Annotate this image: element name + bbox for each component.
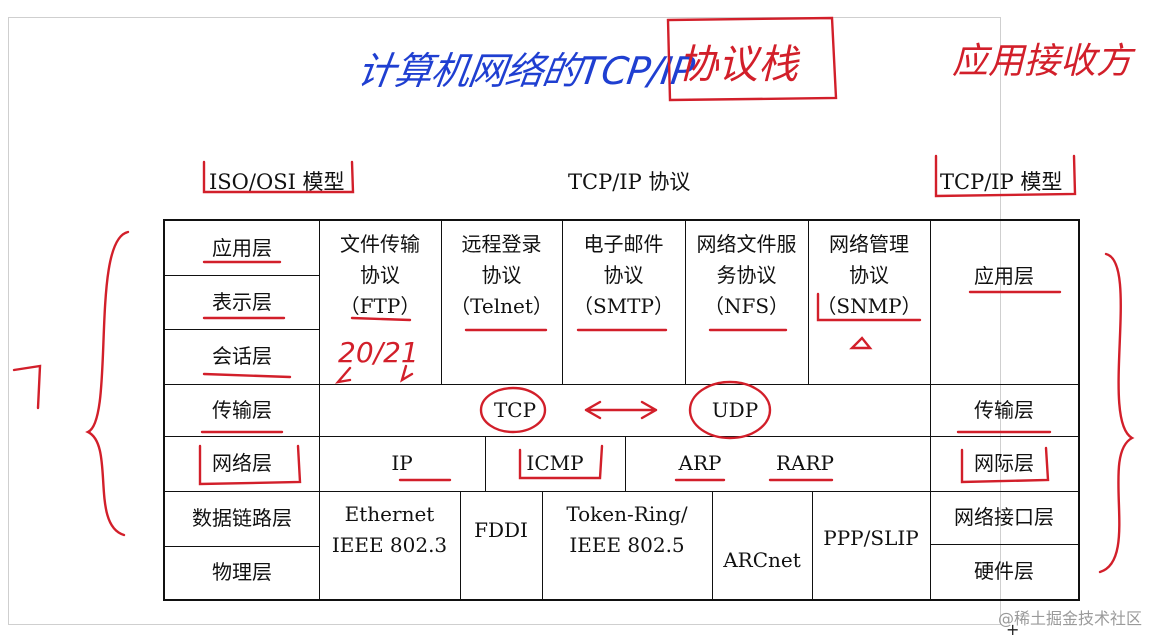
osi-layer-application: 应用层 — [212, 235, 272, 260]
osi-model-header: ISO/OSI 模型 — [209, 170, 345, 194]
protocol-snmp-line1: 网络管理 — [829, 231, 909, 256]
protocol-rarp: RARP — [775, 451, 835, 475]
protocol-icmp: ICMP — [526, 451, 584, 475]
protocol-snmp-line2: 协议 — [849, 262, 889, 287]
protocol-fddi: FDDI — [474, 517, 528, 542]
protocol-telnet-line2: 协议 — [481, 262, 522, 287]
protocol-telnet: 远程登录 协议 （Telnet） — [441, 225, 562, 325]
protocol-nfs-line3: （NFS） — [703, 293, 790, 318]
protocol-ppp-slip: PPP/SLIP — [823, 525, 919, 550]
protocol-snmp: 网络管理 协议 （SNMP） — [808, 225, 930, 325]
protocol-ftp-line2: 协议 — [360, 262, 400, 287]
protocol-telnet-line1: 远程登录 — [461, 231, 542, 256]
osi-layer-presentation: 表示层 — [212, 289, 272, 314]
protocol-tcp: TCP — [493, 397, 537, 422]
protocol-nfs-line1: 网络文件服 — [696, 231, 797, 256]
protocol-ethernet: Ethernet IEEE 802.3 — [319, 499, 460, 561]
protocol-arcnet: ARCnet — [723, 547, 801, 572]
protocol-token-line1: Token-Ring/ — [566, 502, 688, 526]
protocol-smtp: 电子邮件 协议 （SMTP） — [562, 225, 685, 325]
osi-layer-datalink: 数据链路层 — [192, 506, 292, 530]
watermark: @稀土掘金技术社区 — [997, 609, 1142, 628]
protocol-snmp-line3: （SNMP） — [816, 293, 922, 318]
tcpip-layer-hardware: 硬件层 — [974, 559, 1034, 583]
osi-layer-physical: 物理层 — [212, 560, 272, 584]
protocol-smtp-line3: （SMTP） — [573, 293, 674, 318]
protocol-telnet-line3: （Telnet） — [450, 293, 553, 318]
protocol-token-ring: Token-Ring/ IEEE 802.5 — [542, 499, 712, 561]
osi-layer-session: 会话层 — [212, 344, 272, 368]
protocol-ftp: 文件传输 协议 （FTP） — [319, 225, 441, 325]
protocol-nfs: 网络文件服 务协议 （NFS） — [685, 225, 808, 325]
osi-layer-transport: 传输层 — [212, 397, 272, 422]
handwritten-title: 计算机网络的TCP/IP — [354, 49, 697, 93]
handwritten-stack-word: 协议栈 — [678, 42, 798, 88]
crosshair-cursor-icon: + — [1006, 620, 1020, 639]
protocol-ethernet-line2: IEEE 802.3 — [331, 533, 448, 557]
tcpip-model-header: TCP/IP 模型 — [940, 170, 1063, 194]
tcpip-layer-internet: 网际层 — [974, 451, 1034, 475]
protocol-stack-table: 应用层 表示层 会话层 传输层 网络层 数据链路层 物理层 文件传输 协议 （F… — [163, 219, 1080, 601]
slide-frame — [8, 17, 1001, 625]
protocol-nfs-line2: 务协议 — [716, 262, 777, 287]
protocol-ftp-line3: （FTP） — [339, 293, 421, 318]
protocol-smtp-line1: 电子邮件 — [583, 231, 664, 256]
right-curly-brace — [1098, 252, 1135, 574]
protocol-ethernet-line1: Ethernet — [344, 502, 435, 526]
protocol-token-line2: IEEE 802.5 — [569, 533, 685, 557]
protocol-ip: IP — [391, 451, 413, 475]
protocol-arp: ARP — [678, 451, 722, 475]
tcpip-protocols-header: TCP/IP 协议 — [568, 170, 691, 194]
tcpip-layer-transport: 传输层 — [974, 397, 1034, 422]
protocol-udp: UDP — [711, 397, 759, 422]
handwritten-top-right-note: 应用接收方 — [952, 41, 1133, 82]
tcpip-layer-network-interface: 网络接口层 — [954, 505, 1054, 529]
protocol-ftp-line1: 文件传输 — [340, 231, 420, 256]
tcpip-layer-application: 应用层 — [974, 263, 1034, 288]
osi-layer-network: 网络层 — [212, 451, 272, 475]
protocol-smtp-line2: 协议 — [603, 262, 644, 287]
